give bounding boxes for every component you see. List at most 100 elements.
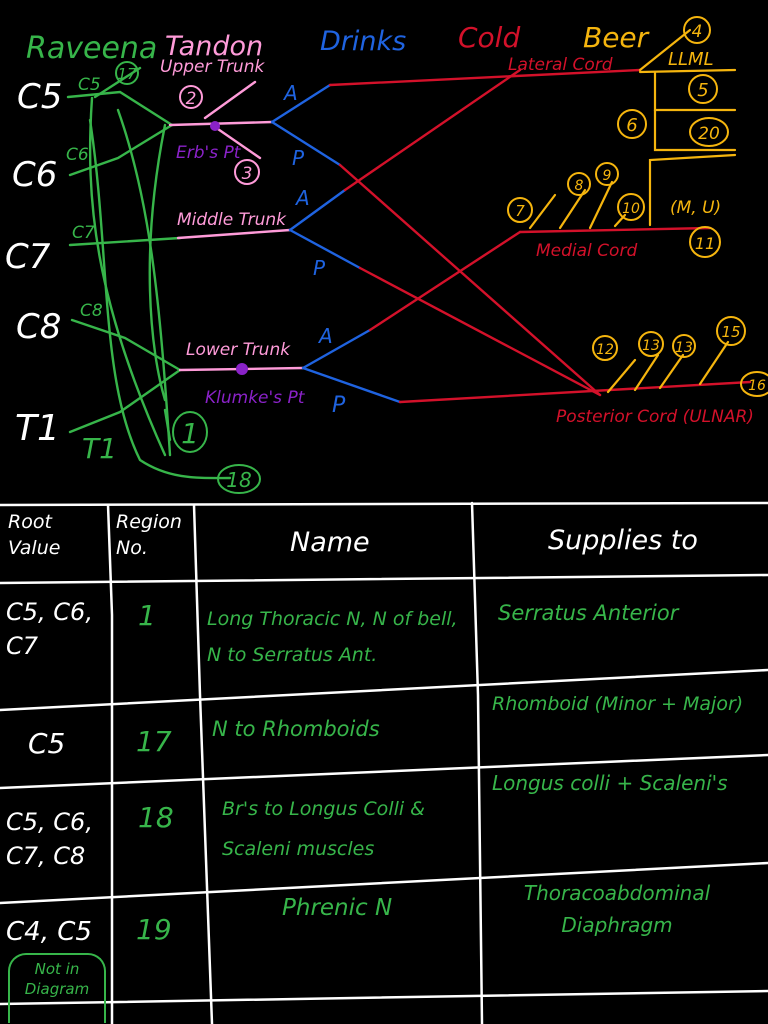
header-region-no: Region No. [116, 511, 182, 559]
row4-root: C4, C5 [6, 917, 92, 947]
branch-label-mu: (M, U) [670, 198, 721, 218]
branch-label-9: 9 [603, 168, 612, 184]
row4-name: Phrenic N [282, 895, 393, 921]
medial-cord-label: Medial Cord [536, 241, 637, 261]
root-label-c8: C8 [16, 307, 61, 347]
branch-label-17: 17 [117, 65, 137, 83]
klumpke-point-label: Klumke's Pt [205, 388, 306, 408]
root-tag-t1: T1 [82, 432, 117, 465]
root-lines [66, 66, 232, 480]
branch-label-15: 15 [721, 323, 740, 341]
branch-label-1: 1 [181, 417, 199, 450]
trunk-middle-label: Middle Trunk [177, 210, 287, 230]
branch-label-6: 6 [626, 115, 637, 136]
branch-marker-11: 11 [689, 226, 721, 258]
branch-marker-16: 16 [740, 371, 768, 397]
trunk-upper-label: Upper Trunk [160, 57, 265, 77]
row2-root: C5 [28, 727, 66, 760]
branch-marker-2: 2 [179, 85, 203, 109]
root-tag-c5: C5 [78, 75, 101, 95]
trunk-lower-label: Lower Trunk [186, 340, 291, 360]
header-name: Name [290, 527, 370, 558]
division-middle-anterior: A [294, 186, 310, 210]
branch-marker-20: 20 [689, 117, 729, 147]
branch-marker-1: 1 [172, 411, 208, 453]
branch-marker-7: 7 [507, 197, 533, 223]
root-label-c6: C6 [12, 155, 57, 195]
branch-label-10: 10 [622, 201, 640, 217]
nerve-table: Root Value Region No. Name Supplies to C… [0, 495, 768, 1024]
branch-marker-18: 18 [217, 464, 261, 494]
branch-label-13a: 13 [642, 338, 660, 354]
mnemonic-divisions: Drinks [320, 26, 406, 57]
root-label-c7: C7 [5, 237, 51, 277]
row1-name: Long Thoracic N, N of bell, N to Serratu… [207, 608, 458, 666]
branch-label-5: 5 [697, 80, 708, 101]
row4-region: 19 [136, 913, 172, 946]
row2-supplies: Rhomboid (Minor + Major) [492, 693, 744, 715]
division-upper-posterior: P [292, 146, 305, 170]
division-lower-anterior: A [317, 324, 333, 348]
root-label-t1: T1 [15, 408, 60, 449]
division-upper-anterior: A [282, 81, 298, 105]
root-tag-c7: C7 [72, 223, 95, 243]
erbs-point-dot [210, 121, 220, 131]
branch-label-2: 2 [186, 89, 197, 109]
branch-marker-12: 12 [592, 335, 618, 361]
division-lower-posterior: P [332, 393, 346, 418]
branch-marker-10: 10 [617, 193, 645, 221]
division-middle-posterior: P [313, 256, 326, 280]
header-root-value: Root Value [8, 511, 61, 559]
row3-region: 18 [138, 801, 174, 834]
row3-root: C5, C6, C7, C8 [6, 808, 93, 870]
branch-marker-8: 8 [567, 172, 591, 196]
branch-label-llml: LLML [668, 49, 714, 70]
row1-supplies: Serratus Anterior [498, 601, 679, 625]
lateral-cord-label: Lateral Cord [508, 55, 613, 75]
branch-label-12: 12 [596, 342, 614, 358]
posterior-cord-label: Posterior Cord (ULNAR) [556, 407, 754, 427]
root-tag-c6: C6 [66, 145, 89, 165]
branch-marker-5: 5 [688, 74, 718, 104]
branch-label-16: 16 [748, 378, 766, 394]
branch-label-3: 3 [242, 164, 253, 184]
mnemonic-cords: Cold [458, 21, 520, 54]
brachial-plexus-diagram: Raveena Tandon Drinks Cold Beer C5 C6 C7… [5, 16, 768, 494]
branch-lines [528, 28, 737, 394]
mnemonic-trunks: Tandon [165, 31, 263, 62]
branch-marker-6: 6 [617, 109, 647, 139]
branch-marker-4: 4 [683, 16, 711, 44]
root-label-c5: C5 [17, 77, 62, 117]
division-lines [270, 83, 402, 404]
erbs-point-label: Erb's Pt [176, 143, 242, 163]
branch-label-4: 4 [692, 22, 703, 42]
branch-marker-15: 15 [716, 316, 746, 346]
trunk-lines [168, 80, 305, 372]
row2-region: 17 [136, 725, 172, 758]
branch-label-8: 8 [575, 178, 584, 194]
mnemonic-branches: Beer [583, 21, 650, 54]
branch-marker-13b: 13 [672, 334, 696, 358]
row1-region: 1 [138, 599, 156, 632]
row2-name: N to Rhomboids [212, 717, 380, 741]
row3-supplies: Longus colli + Scaleni's [492, 771, 728, 795]
branch-marker-17: 17 [115, 61, 139, 85]
row3-name: Br's to Longus Colli & Scaleni muscles [222, 798, 425, 860]
mnemonic-roots: Raveena [26, 31, 157, 66]
branch-marker-9: 9 [595, 162, 619, 186]
branch-marker-13a: 13 [638, 331, 664, 357]
klumpke-point-dot [236, 363, 248, 375]
branch-label-20: 20 [698, 124, 720, 144]
branch-marker-3: 3 [234, 159, 260, 185]
table-grid [0, 501, 768, 1024]
cord-lines [328, 68, 752, 404]
row4-note: Not in Diagram [8, 953, 106, 1023]
branch-label-18: 18 [226, 468, 251, 492]
root-tag-c8: C8 [80, 301, 103, 321]
branch-label-13b: 13 [675, 340, 693, 356]
branch-label-11: 11 [695, 234, 715, 253]
row1-root: C5, C6, C7 [6, 598, 93, 660]
row4-supplies: Thoracoabdominal Diaphragm [523, 881, 711, 937]
branch-label-7: 7 [515, 202, 525, 220]
header-supplies-to: Supplies to [548, 525, 698, 556]
